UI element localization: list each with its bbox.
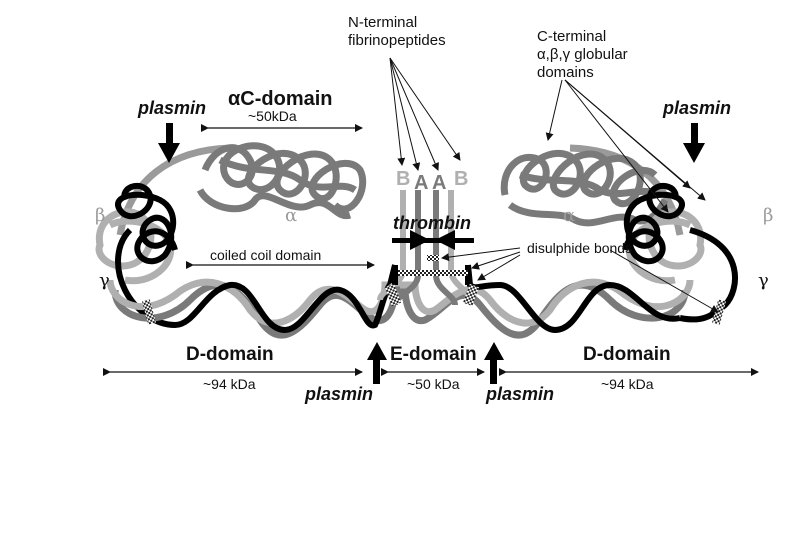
fibrinopeptide-a-right: A: [432, 172, 447, 194]
plasmin-arrow-top-left: [158, 123, 180, 163]
thrombin-arrow-right: [435, 230, 455, 250]
n-terminal-line2: fibrinopeptides: [348, 32, 446, 49]
thrombin-label: thrombin: [393, 213, 471, 233]
disulphide-bond-center: [427, 255, 439, 261]
e-domain-title: E-domain: [390, 344, 477, 365]
right-alpha-coil: [390, 281, 689, 339]
plasmin-arrow-bottom-left: [367, 342, 387, 384]
c-terminal-line2: α,β,γ globular: [537, 46, 628, 63]
alpha-c-domain-title: αC-domain: [228, 88, 333, 110]
beta-label-left: β: [95, 205, 106, 226]
d-domain-right-title: D-domain: [583, 344, 671, 365]
fibrinopeptide-pointers: [389, 57, 461, 171]
alpha-label-right: α: [563, 205, 576, 226]
plasmin-label-bottom-right: plasmin: [486, 384, 555, 404]
d-domain-left-title: D-domain: [186, 344, 274, 365]
disulphide-bond-horizontal: [398, 270, 468, 276]
c-terminal-pointers: [545, 79, 706, 213]
disulphide-pointers: [441, 247, 719, 313]
plasmin-arrow-bottom-right: [484, 342, 504, 384]
beta-label-right: β: [763, 205, 774, 226]
right-gamma-coil: [465, 264, 681, 334]
right-alpha-c-domain: [500, 149, 669, 227]
left-alpha-c-domain: [196, 142, 367, 220]
fibrinopeptide-b-left: B: [396, 168, 411, 190]
right-gamma-globule: [622, 183, 738, 323]
n-terminal-label: N-terminal fibrinopeptides: [348, 14, 446, 50]
disulphide-bond-left-knot: [384, 283, 402, 307]
d-domain-left-mass: ~94 kDa: [203, 376, 256, 392]
c-terminal-label: C-terminal α,β,γ globular domains: [537, 28, 628, 82]
thrombin-arrow-left: [410, 230, 430, 250]
disulphide-bonds-label: disulphide bonds: [527, 240, 633, 256]
left-beta-coil: [106, 278, 400, 327]
fibrinopeptide-a-left: A: [414, 172, 429, 194]
plasmin-label-top-left: plasmin: [138, 98, 207, 118]
d-domain-right-mass: ~94 kDa: [601, 376, 654, 392]
plasmin-arrow-top-right: [683, 123, 705, 163]
c-terminal-line1: C-terminal: [537, 28, 607, 45]
plasmin-label-top-right: plasmin: [663, 98, 732, 118]
alpha-label-left: α: [285, 205, 298, 226]
disulphide-bond-right-end: [712, 299, 726, 325]
plasmin-label-bottom-left: plasmin: [305, 384, 374, 404]
fibrinopeptide-b-right: B: [454, 168, 469, 190]
c-terminal-line3: domains: [537, 64, 594, 81]
n-terminal-line1: N-terminal: [348, 14, 418, 31]
e-domain-mass: ~50 kDa: [407, 376, 460, 392]
left-gamma-globule: [115, 183, 178, 328]
disulphide-bond-right-knot: [462, 283, 480, 307]
coiled-coil-label: coiled coil domain: [210, 247, 322, 263]
left-gamma-coil: [174, 264, 398, 334]
gamma-label-right: γ: [758, 270, 769, 291]
gamma-label-left: γ: [99, 270, 110, 291]
disulphide-bond-left-end: [142, 299, 156, 325]
thrombin-bar: [392, 238, 474, 243]
alpha-c-domain-mass: ~50kDa: [248, 108, 297, 124]
